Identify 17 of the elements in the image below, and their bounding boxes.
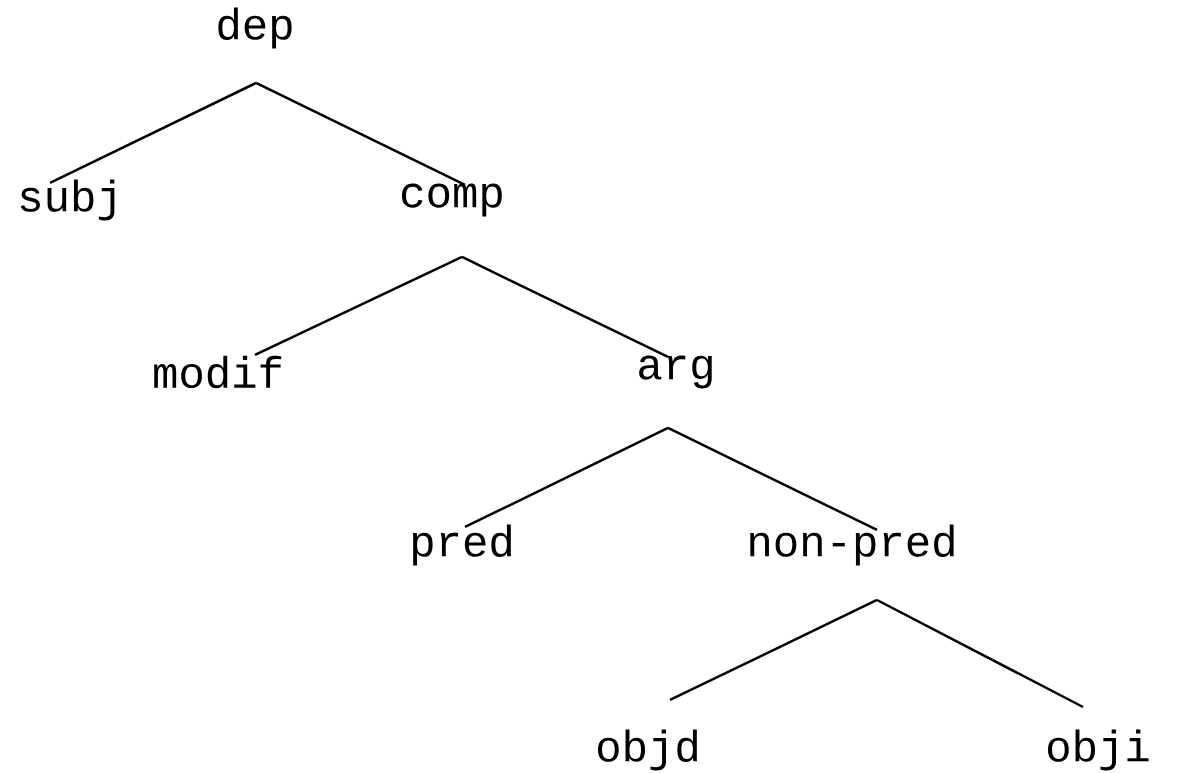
tree-branch — [461, 255, 669, 359]
tree-branch — [876, 598, 1084, 709]
node-label: objd — [598, 729, 697, 771]
tree-branch — [464, 426, 669, 529]
node-label: pred — [413, 524, 511, 566]
tree-branch — [669, 598, 878, 702]
node-label: subj — [20, 179, 115, 221]
tree-branch — [49, 81, 257, 185]
node-label: arg — [639, 355, 712, 389]
node-label: obji — [1048, 729, 1149, 771]
tree-branch — [667, 426, 878, 532]
node-label: comp — [402, 183, 502, 217]
node-label: non-pred — [750, 524, 954, 566]
node-label: modif — [154, 355, 282, 389]
node-label: dep — [218, 7, 292, 49]
tree-branch — [254, 255, 463, 357]
tree-branch — [255, 81, 466, 187]
